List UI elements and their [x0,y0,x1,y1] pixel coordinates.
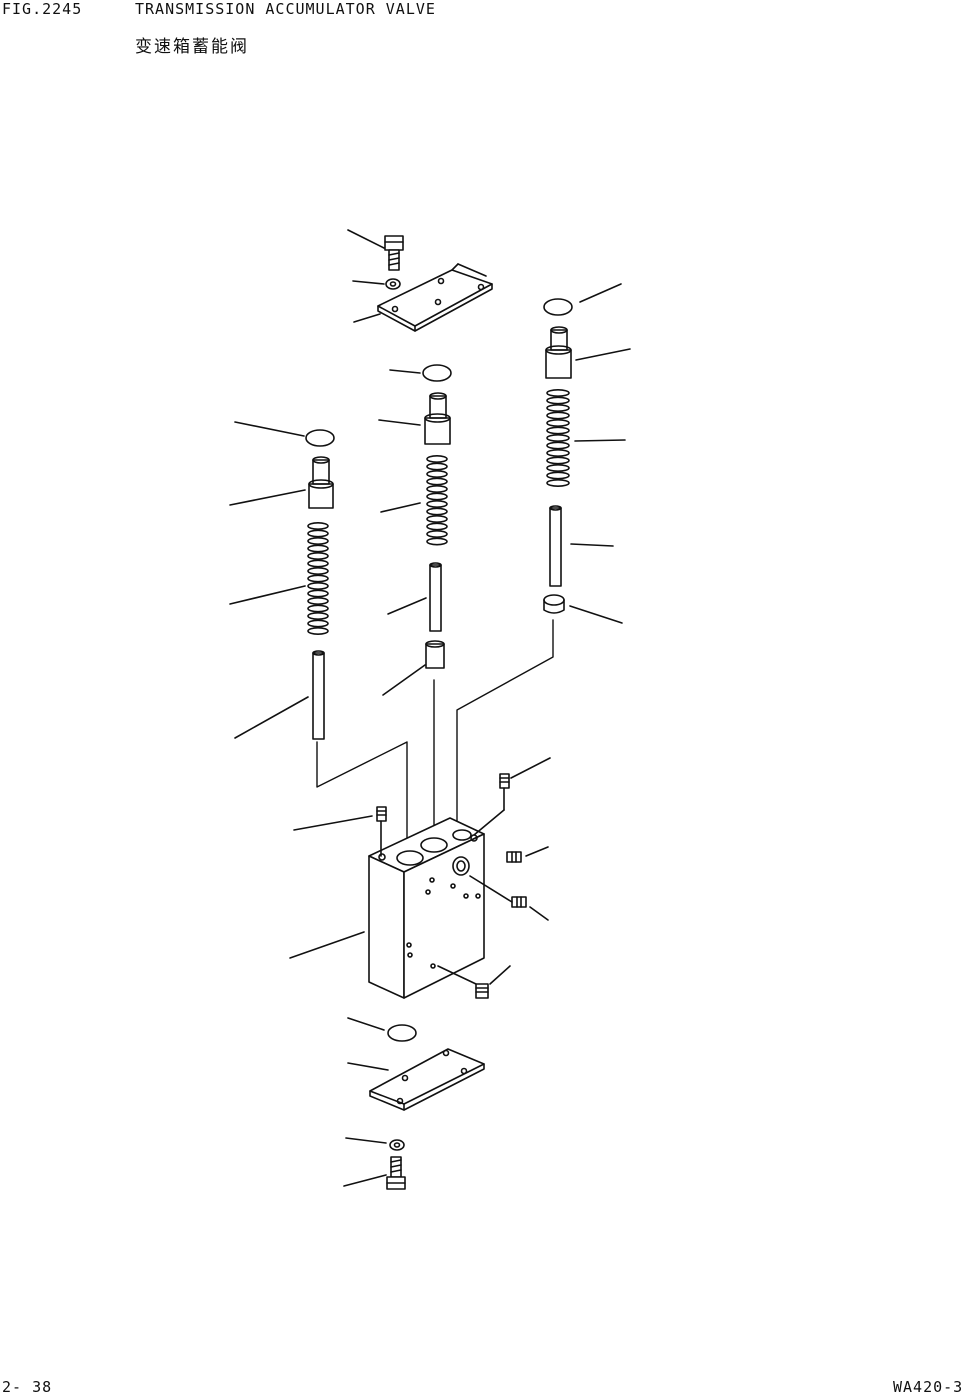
page-number: 2- 38 [2,1378,53,1396]
left-o-ring[interactable] [306,430,334,446]
spring-coil [547,465,569,471]
top-bolt[interactable] [385,236,403,270]
spring-coil [308,560,328,566]
spring-coil [427,463,447,469]
spring-coil [547,420,569,426]
spring-coil [547,412,569,418]
spring-coil [308,605,328,611]
middle-o-ring[interactable] [423,365,451,381]
spring-coil [308,553,328,559]
bottom-washer[interactable] [390,1140,404,1150]
spring-coil [547,472,569,478]
leader-lines-left [230,422,308,738]
spring-coil [427,471,447,477]
spring-coil [308,628,328,634]
spring-coil [427,478,447,484]
spring-coil [427,523,447,529]
spring-coil [308,523,328,529]
left-rod[interactable] [313,651,324,739]
spring-coil [427,516,447,522]
spring-coil [308,575,328,581]
right-spring[interactable] [547,390,569,486]
body-plug-top-right[interactable] [474,774,509,835]
machine-model: WA420-3 [893,1378,964,1396]
leader-lines-top [348,230,384,322]
assembly-guide-lines [317,620,553,848]
spring-coil [427,538,447,544]
spring-coil [427,486,447,492]
spring-coil [308,620,328,626]
middle-rod[interactable] [430,563,441,631]
figure-number: FIG.2245 [2,0,83,18]
spring-coil [308,583,328,589]
right-plug[interactable] [544,595,564,613]
spring-coil [308,538,328,544]
spring-coil [427,456,447,462]
left-piston[interactable] [309,457,333,508]
spring-coil [547,397,569,403]
body-plug-top-left[interactable] [377,807,386,856]
spring-coil [308,613,328,619]
middle-plug[interactable] [426,641,444,668]
right-o-ring[interactable] [544,299,572,315]
spring-coil [547,480,569,486]
spring-coil [308,598,328,604]
middle-spring[interactable] [427,456,447,545]
spring-coil [547,457,569,463]
body-plug-bottom[interactable] [438,966,488,998]
middle-piston[interactable] [425,393,450,444]
spring-coil [308,590,328,596]
left-spring[interactable] [308,523,328,634]
spring-coil [308,530,328,536]
leader-lines-body [290,758,550,984]
figure-title: TRANSMISSION ACCUMULATOR VALVE [135,0,436,18]
top-washer[interactable] [386,279,400,289]
bottom-cover-plate[interactable] [370,1049,484,1110]
leader-lines-middle [379,370,426,695]
figure-title-chinese: 变速箱蓄能阀 [135,37,249,57]
spring-coil [427,501,447,507]
spring-coil [308,545,328,551]
bottom-o-ring[interactable] [388,1025,416,1041]
spring-coil [547,390,569,396]
spring-coil [547,405,569,411]
valve-body[interactable] [369,818,484,998]
spring-coil [427,508,447,514]
spring-coil [547,427,569,433]
right-rod[interactable] [550,506,561,586]
body-plug-side-upper[interactable] [507,852,521,862]
spring-coil [547,450,569,456]
leader-lines-bottom [344,1018,388,1186]
spring-coil [308,568,328,574]
spring-coil [427,493,447,499]
spring-coil [547,442,569,448]
spring-coil [427,531,447,537]
body-plug-side-lower[interactable] [470,876,526,907]
spring-coil [547,435,569,441]
leader-lines-right [570,284,630,623]
top-cover-plate[interactable] [378,264,492,331]
bottom-bolt[interactable] [387,1157,405,1189]
right-piston[interactable] [546,327,571,378]
